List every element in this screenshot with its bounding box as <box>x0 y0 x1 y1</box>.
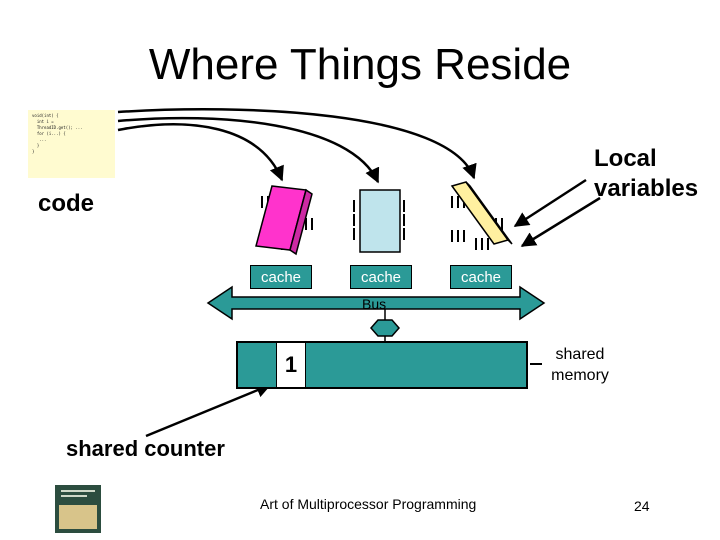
local-variables-line-1: Local <box>594 145 657 172</box>
shared-memory-line-1: shared <box>555 346 605 363</box>
footer-text: Art of Multiprocessor Programming <box>260 496 477 512</box>
slide-title: Where Things Reside <box>148 40 572 89</box>
code-snippet-image: void(int) { int i = ThreadID.get(); ... … <box>28 110 115 178</box>
processor-2-icon <box>353 189 405 253</box>
shared-counter-cell: 1 <box>276 343 306 387</box>
page-number: 24 <box>634 498 650 514</box>
cache-1: cache <box>250 265 312 289</box>
processor-1-icon <box>255 185 313 256</box>
shared-counter-label: shared counter <box>66 436 225 461</box>
code-label: code <box>38 190 95 217</box>
local-vars-arrow-2 <box>520 196 601 248</box>
code-to-processor-2-arrow <box>117 116 380 184</box>
bus-arrow <box>206 285 546 321</box>
processor-3-icon <box>450 181 513 250</box>
book-cover-image <box>55 485 101 533</box>
code-to-processor-1-arrow <box>117 123 284 182</box>
local-variables-line-2: variables <box>594 175 699 202</box>
cache-2: cache <box>350 265 412 289</box>
cache-3: cache <box>450 265 512 289</box>
shared-memory-line-2: memory <box>551 367 609 384</box>
code-to-processor-3-arrow <box>117 108 477 180</box>
bus-label: Bus <box>362 296 387 312</box>
local-vars-arrow-1 <box>513 178 587 228</box>
bus-memory-connector <box>370 319 400 337</box>
shared-memory-label: shared memory <box>544 344 616 386</box>
local-variables-label: Local variables <box>594 144 698 204</box>
shared-counter-arrow <box>145 383 272 438</box>
